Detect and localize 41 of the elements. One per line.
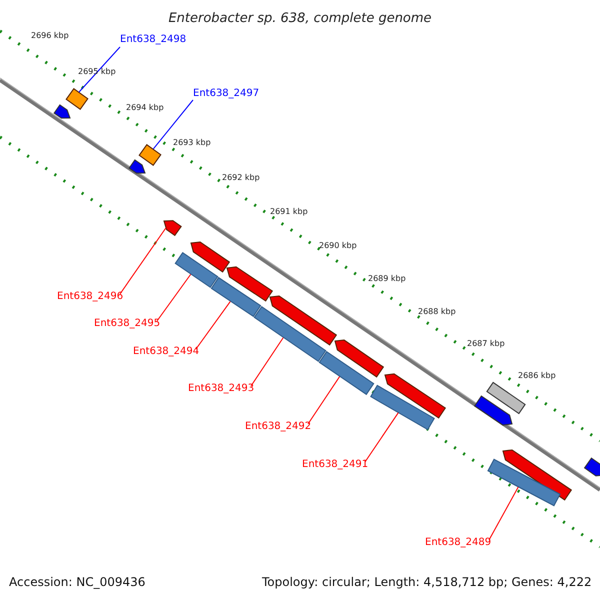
gene-block bbox=[138, 144, 162, 166]
leader-line bbox=[364, 412, 399, 462]
gene-feature bbox=[318, 340, 384, 396]
gene-label: Ent638_2495 bbox=[94, 318, 160, 330]
gene-label: Ent638_2489 bbox=[425, 537, 492, 549]
gene-label: Ent638_2494 bbox=[133, 346, 200, 358]
gene-feature bbox=[163, 220, 182, 236]
leader-line bbox=[250, 337, 284, 386]
tick-label: 2696 kbp bbox=[31, 30, 69, 42]
tick-label: 2687 kbp bbox=[467, 338, 505, 350]
tick-label: 2691 kbp bbox=[270, 206, 308, 218]
leader-line bbox=[156, 274, 192, 322]
gene-label: Ent638_2498 bbox=[120, 34, 186, 46]
gene-label: Ent638_2492 bbox=[245, 421, 312, 433]
gene-label: Ent638_2493 bbox=[188, 383, 254, 395]
leader-line bbox=[196, 301, 231, 350]
gene-feature bbox=[370, 373, 446, 430]
tick-label: 2695 kbp bbox=[78, 66, 116, 78]
leader-line bbox=[78, 46, 120, 93]
tick-label: 2693 kbp bbox=[173, 137, 211, 149]
gene-label: Ent638_2496 bbox=[57, 291, 124, 303]
leader-line bbox=[308, 376, 340, 424]
tick-label: 2694 kbp bbox=[126, 102, 164, 114]
gene-block bbox=[66, 88, 88, 110]
tick-label: 2690 kbp bbox=[319, 240, 357, 252]
leader-line bbox=[152, 100, 194, 150]
footer-text: Topology: circular; Length: 4,518,712 bp; Genes: 4,222 bbox=[262, 575, 592, 590]
gene-feature bbox=[254, 295, 338, 362]
footer-text: Accession: NC_009436 bbox=[9, 575, 146, 590]
leader-line bbox=[488, 486, 519, 540]
gene-feature bbox=[210, 266, 274, 318]
gene-feature bbox=[174, 242, 230, 288]
tick-label: 2692 kbp bbox=[222, 172, 260, 184]
title: Enterobacter sp. 638, complete genome bbox=[167, 11, 433, 26]
tick-label: 2689 kbp bbox=[368, 273, 406, 285]
leader-line bbox=[120, 227, 166, 294]
gene-label: Ent638_2497 bbox=[193, 88, 260, 100]
tick-label: 2686 kbp bbox=[518, 370, 556, 382]
gene-feature bbox=[487, 449, 572, 506]
tick-label: 2688 kbp bbox=[418, 306, 456, 318]
gene-label: Ent638_2491 bbox=[302, 459, 368, 471]
